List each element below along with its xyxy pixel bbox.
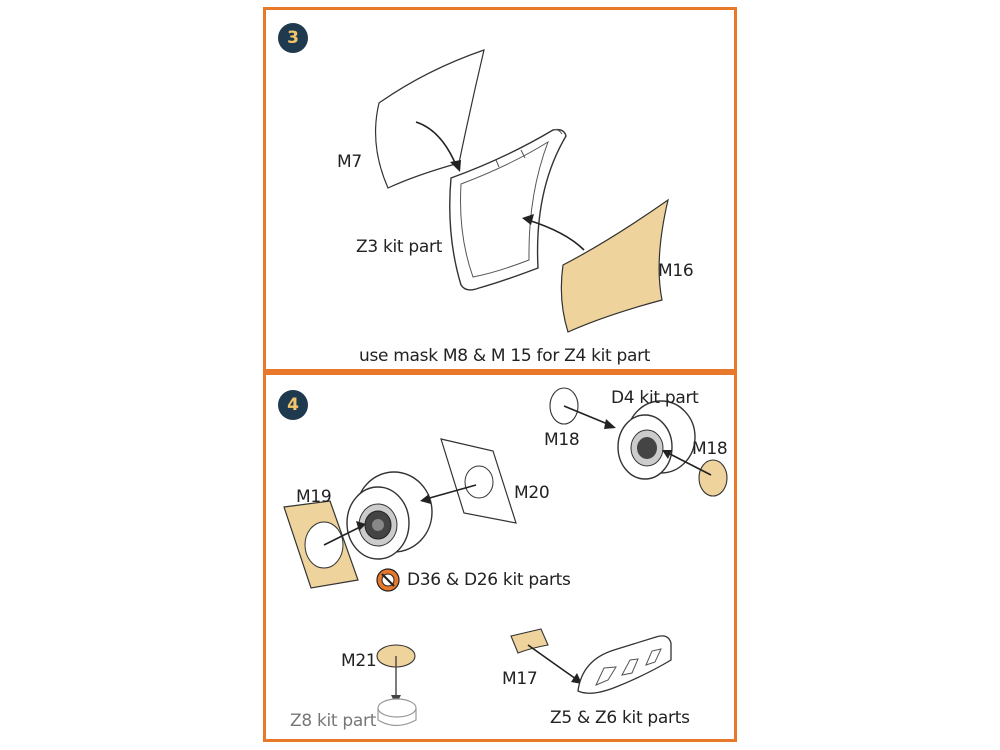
mask-m19-shape: [283, 500, 359, 589]
arrow-m18-left: [563, 405, 611, 426]
label-m16: M16: [658, 261, 694, 281]
label-z8-kit-part: Z8 kit part: [290, 711, 377, 731]
label-d36-d26-kit-parts: D36 & D26 kit parts: [407, 570, 571, 590]
label-m17: M17: [502, 669, 538, 689]
mask-m18-right-shape: [698, 459, 728, 497]
arrow-m19: [323, 526, 361, 546]
step-4-illustration: [283, 387, 728, 727]
arrow-m7: [415, 121, 457, 166]
part-z5-z6: [577, 635, 672, 694]
step-3-panel: 3 M7 Z3 kit part M16 use mask M8 & M 15 …: [263, 7, 737, 372]
z3-frame-edge: [495, 129, 563, 168]
arrow-m16: [527, 219, 585, 251]
label-z5-z6-kit-parts: Z5 & Z6 kit parts: [550, 708, 690, 728]
label-d4-kit-part: D4 kit part: [611, 388, 699, 408]
arrow-m7-head: [450, 160, 461, 172]
arrow-m18-right: [667, 452, 712, 476]
mask-m7-shape: [375, 49, 485, 189]
label-m21: M21: [341, 651, 377, 671]
step-4-badge: 4: [278, 390, 308, 420]
part-z8: [377, 698, 417, 727]
arrow-m17: [527, 644, 577, 680]
arrow-m20-head: [420, 494, 431, 504]
note-z4-masks: use mask M8 & M 15 for Z4 kit part: [359, 346, 651, 366]
mask-m20-shape: [440, 438, 517, 524]
label-m18-left: M18: [544, 430, 580, 450]
arrow-m18-left-head: [604, 419, 616, 429]
z3-frame-inner: [460, 140, 549, 278]
arrow-m16-head: [522, 214, 534, 225]
wheel-d36-d26: [346, 471, 433, 560]
wheel-d4: [617, 400, 696, 480]
remove-part-icon: [376, 568, 400, 592]
arrow-m19-head: [356, 521, 366, 531]
label-m19: M19: [296, 487, 332, 507]
step-4-panel: 4: [263, 372, 737, 742]
label-z3-kit-part: Z3 kit part: [356, 237, 443, 257]
label-m18-right: M18: [692, 439, 728, 459]
label-m20: M20: [514, 483, 550, 503]
arrow-m17-head: [571, 673, 582, 684]
step-3-illustration: [375, 49, 669, 333]
mask-m16-shape: [560, 198, 669, 333]
label-m7: M7: [337, 152, 362, 172]
arrow-m18-right-head: [662, 450, 672, 459]
mask-m17-shape: [510, 628, 549, 654]
arrow-m20: [425, 484, 477, 500]
step-3-badge: 3: [278, 23, 308, 53]
